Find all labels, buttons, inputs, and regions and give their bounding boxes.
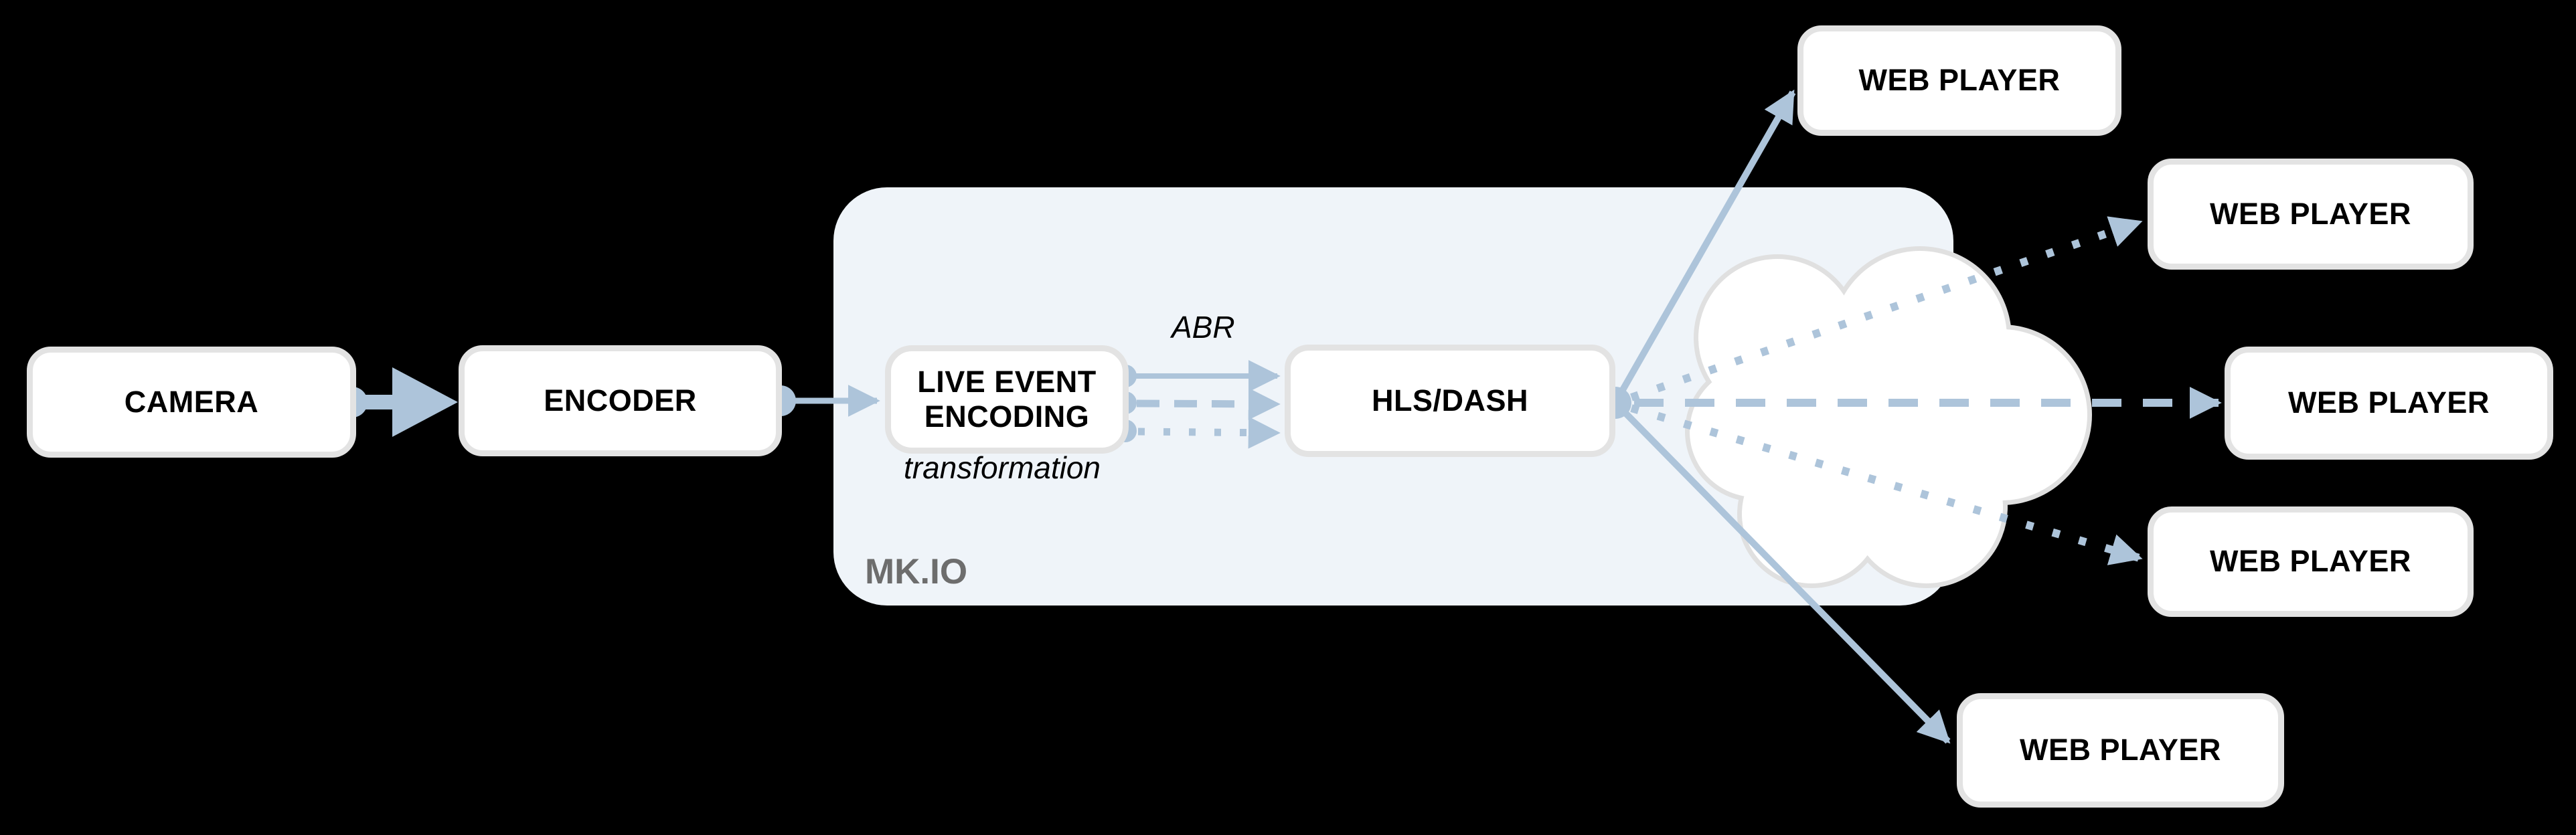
web-player-label: WEB PLAYER xyxy=(2020,733,2221,767)
web-player-label: WEB PLAYER xyxy=(2288,385,2490,420)
cdn-cloud-icon xyxy=(1685,246,2092,588)
encoder-node: ENCODER xyxy=(459,345,782,456)
transformation-annotation: transformation xyxy=(904,450,1101,485)
web-player-label: WEB PLAYER xyxy=(2210,544,2411,579)
hls-dash-node: HLS/DASH xyxy=(1285,345,1615,457)
camera-node: CAMERA xyxy=(27,347,356,458)
hls-dash-label: HLS/DASH xyxy=(1371,383,1528,418)
encoder-label: ENCODER xyxy=(544,383,697,418)
live-event-encoding-node: LIVE EVENT ENCODING xyxy=(885,345,1129,454)
web-player-node-1: WEB PLAYER xyxy=(1797,25,2121,136)
web-player-node-5: WEB PLAYER xyxy=(1957,693,2284,808)
mkio-container-label: MK.IO xyxy=(865,552,968,591)
live-event-encoding-label: LIVE EVENT ENCODING xyxy=(917,364,1097,434)
web-player-label: WEB PLAYER xyxy=(2210,196,2411,231)
arrow-hls-to-webplayer-5 xyxy=(1613,400,1951,744)
arrow-hls-to-webplayer-1 xyxy=(1612,89,1796,405)
camera-label: CAMERA xyxy=(124,384,259,419)
arrow-hls-to-webplayer-4 xyxy=(1630,404,2143,565)
web-player-node-3: WEB PLAYER xyxy=(2225,347,2553,460)
web-player-node-4: WEB PLAYER xyxy=(2148,506,2474,617)
web-player-label: WEB PLAYER xyxy=(1858,63,2061,98)
web-player-node-2: WEB PLAYER xyxy=(2148,159,2474,270)
arrow-hls-to-webplayer-2 xyxy=(1630,216,2143,401)
arrowhead-icon xyxy=(392,367,458,437)
abr-annotation: ABR xyxy=(1172,310,1235,345)
